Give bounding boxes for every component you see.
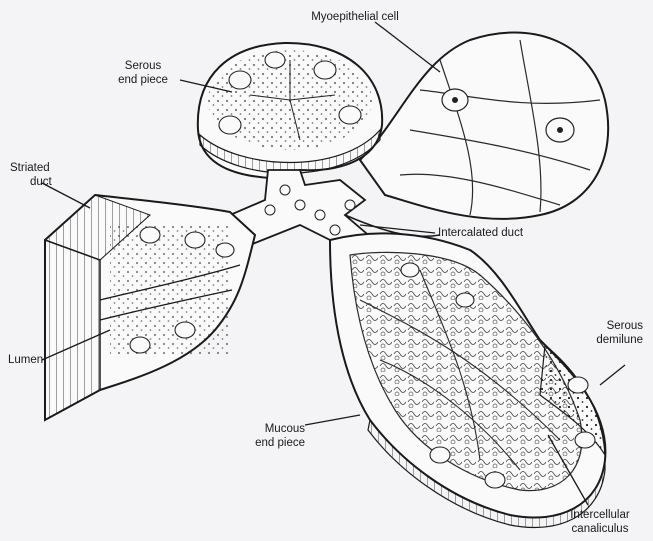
label-striated-duct-line2: duct	[10, 175, 80, 189]
label-mucous-end-piece: Mucous end piece	[240, 422, 305, 450]
label-intercellular-canaliculus-line1: Intercellular	[560, 508, 640, 522]
label-myoepithelial-cell: Myoepithelial cell	[295, 10, 415, 24]
label-mucous-end-piece-line1: Mucous	[240, 422, 305, 436]
label-lumen-text: Lumen	[8, 354, 43, 366]
label-serous-end-piece: Serous end piece	[103, 59, 183, 87]
label-serous-demilune-line2: demilune	[583, 333, 643, 347]
label-intercellular-canaliculus-line2: canaliculus	[560, 522, 640, 536]
label-serous-end-piece-line1: Serous	[103, 59, 183, 73]
striated-duct	[45, 195, 255, 420]
label-intercalated-duct: Intercalated duct	[438, 226, 523, 240]
label-lumen: Lumen	[8, 353, 43, 367]
leader-intercalated-duct	[360, 225, 435, 233]
label-intercellular-canaliculus: Intercellular canaliculus	[560, 508, 640, 536]
label-striated-duct: Striated duct	[10, 161, 80, 189]
myoepithelial-end-piece	[360, 33, 608, 219]
label-mucous-end-piece-line2: end piece	[240, 436, 305, 450]
label-striated-duct-line1: Striated	[10, 161, 80, 175]
leader-myoepithelial-cell	[375, 22, 440, 72]
mucous-end-piece	[330, 233, 605, 527]
leader-serous-demilune	[600, 365, 625, 385]
label-serous-demilune: Serous demilune	[583, 319, 643, 347]
label-myoepithelial-cell-text: Myoepithelial cell	[311, 11, 399, 23]
label-serous-end-piece-line2: end piece	[103, 73, 183, 87]
label-serous-demilune-line1: Serous	[583, 319, 643, 333]
serous-end-piece	[198, 43, 382, 178]
label-intercalated-duct-text: Intercalated duct	[438, 227, 523, 239]
leader-mucous-end-piece	[305, 415, 360, 425]
